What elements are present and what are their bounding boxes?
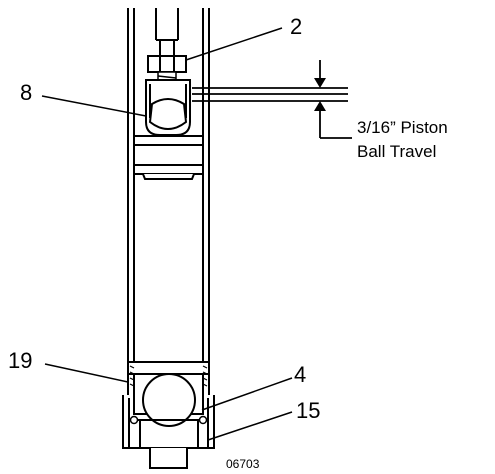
hex-nut [147,55,187,73]
o-ring-seals [129,415,208,425]
dimension-lines [192,60,352,139]
valve-threads [129,365,208,387]
leader-lines [41,27,293,441]
callout-2: 2 [290,14,302,39]
callout-15: 15 [296,398,320,423]
dimension-label-line2: Ball Travel [357,142,436,161]
piston-ball [148,98,188,130]
cylinder-walls [127,8,210,362]
figure-number: 06703 [226,457,260,471]
piston-flange [133,135,204,180]
callout-19: 19 [8,348,32,373]
piston-rod [155,8,179,56]
callout-8: 8 [20,80,32,105]
dimension-label-line1: 3/16” Piston [357,118,448,137]
inlet-nozzle [149,448,188,469]
callout-4: 4 [294,362,306,387]
intake-ball [142,373,196,427]
